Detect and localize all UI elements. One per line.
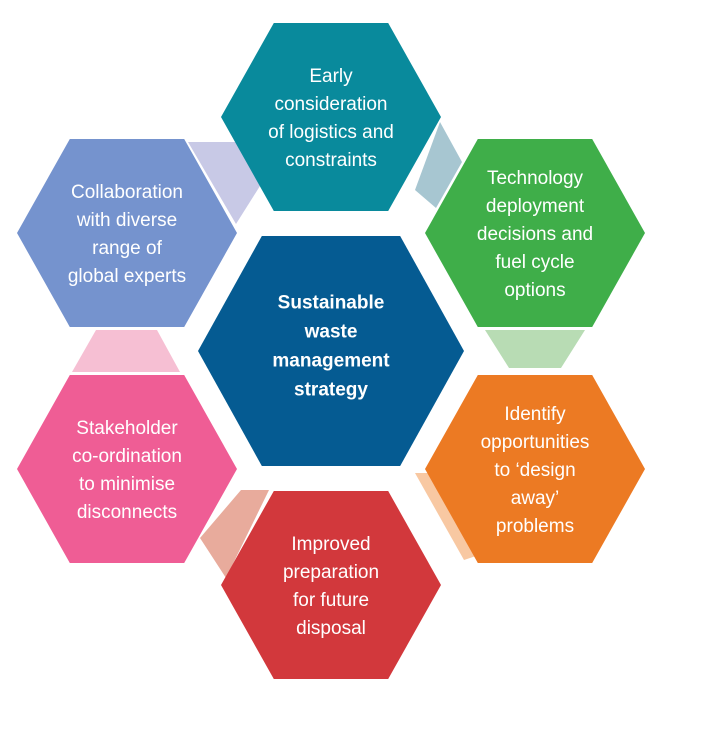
hexagon-technology [425,139,645,327]
connector-stakeholder-collaboration [72,330,180,372]
hexagon-label-collaboration-line: range of [92,238,162,259]
hexagon-label-collaboration: Collaboration with diverse range of global … [68,182,186,287]
hexagon-label-design-away-line: away’ [511,488,560,509]
hexagon-label-disposal-line: preparation [283,562,379,583]
hexagon-label-technology-line: deployment [486,196,585,217]
hexagon-label-disposal-line: for future [293,590,369,611]
hexagon-label-technology-line: Technology [487,168,584,189]
hexagon-collaboration [17,139,237,327]
hexagon-label-design-away-line: opportunities [481,432,590,453]
center-label-line: management [272,351,390,372]
connector-design-away-disposal [415,473,476,560]
hexagon-disposal [221,491,441,679]
connector-technology-design-away [485,330,585,368]
hexagon-label-collaboration-line: with diverse [76,210,177,231]
hexagon-label-collaboration-line: Collaboration [71,182,183,203]
hexagon-label-design-away-line: to ‘design [494,460,575,481]
hexagon-label-collaboration-line: global experts [68,266,186,287]
hexagon-design-away [425,375,645,563]
hexagon-label-stakeholder-line: Stakeholder [76,418,178,439]
hexagon-label-design-away-line: problems [496,516,574,537]
connector-collaboration-logistics [188,142,260,224]
hexagon-label-disposal-line: disposal [296,618,366,639]
hexagon-label-stakeholder-line: co-ordination [72,446,182,467]
hexagons [17,23,645,679]
hexagon-logistics [221,23,441,211]
hexagon-label-technology: Technology deployment decisions and fuel cy… [477,168,593,301]
hexagon-label-logistics-line: of logistics and [268,122,394,143]
hexagon-label-logistics-line: Early [309,66,353,87]
hexagon-label-technology-line: options [504,280,565,301]
hexagon-label-stakeholder-line: to minimise [79,474,175,495]
hexagon-label-stakeholder-line: disconnects [77,502,177,523]
connector-disposal-stakeholder [200,490,269,578]
hexagon-label-disposal: Improved preparation for future disposal [283,534,379,639]
hexagon-label-design-away-line: Identify [504,404,566,425]
hexagon-label-design-away: Identify opportunities to ‘design away’ prob… [481,404,590,537]
center-label-line: Sustainable [278,293,385,314]
hexagon-label-logistics-line: consideration [274,94,387,115]
connector-logistics-technology [415,122,462,208]
center-label: Sustainable waste management strategy [272,293,390,401]
hexagon-center-strategy [198,236,464,466]
hexagon-label-logistics: Early consideration of logistics and constr… [268,66,394,171]
hexagon-label-stakeholder: Stakeholder co-ordination to minimise disco… [72,418,182,523]
hexagon-label-disposal-line: Improved [291,534,370,555]
labels: Early consideration of logistics and constr… [68,66,593,639]
hexagon-label-logistics-line: constraints [285,150,377,171]
hexagon-label-technology-line: fuel cycle [495,252,574,273]
center-label-line: waste [304,322,358,343]
hexagon-label-technology-line: decisions and [477,224,593,245]
hexagon-stakeholder [17,375,237,563]
center-label-line: strategy [294,380,368,401]
connectors [72,122,585,578]
